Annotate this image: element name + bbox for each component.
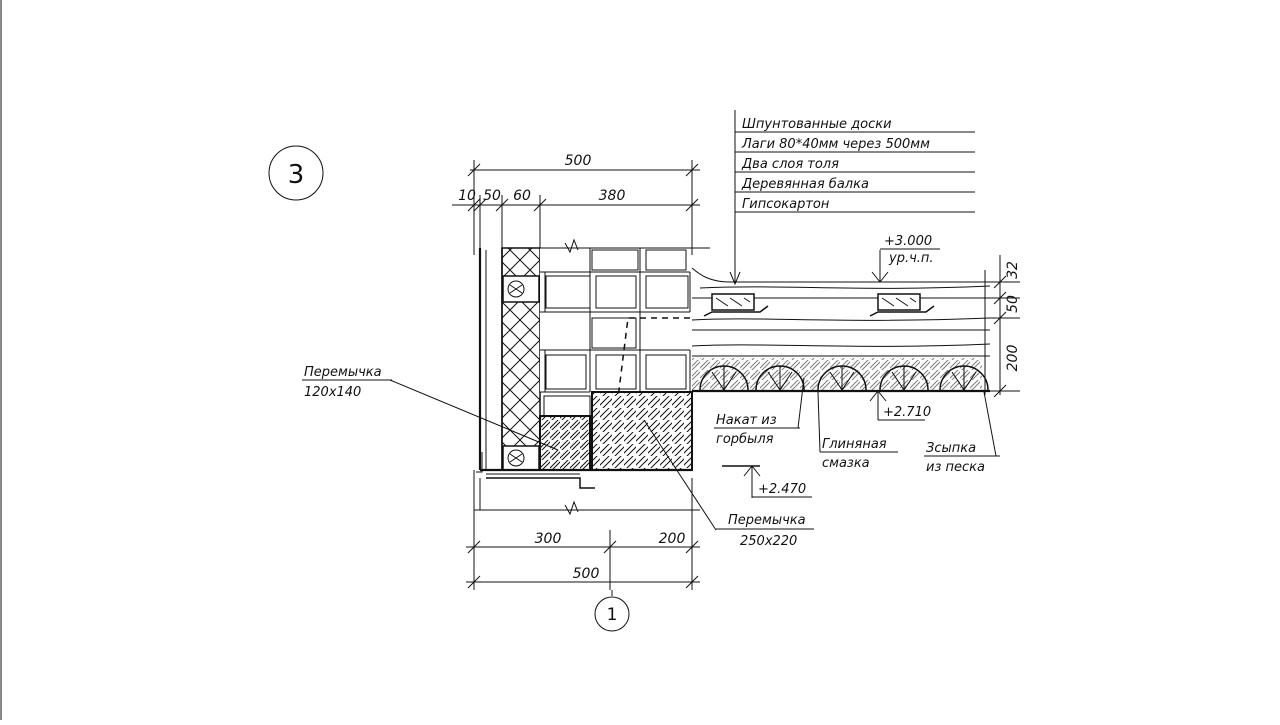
clay-line-1: Глиняная — [822, 437, 887, 452]
bottom-dimensions: 300 200 500 — [466, 478, 700, 590]
dim-bottom-total: 500 — [573, 566, 600, 582]
level-mark-2710: +2.710 — [869, 390, 931, 421]
clay-line-2: смазка — [822, 456, 870, 471]
joist-right — [877, 293, 921, 311]
lintel-small-name: Перемычка — [304, 365, 382, 380]
right-dimensions: 32 50 200 — [990, 255, 1021, 398]
level-2710-value: +2.710 — [883, 405, 931, 420]
layer-5-label: Гипсокартон — [742, 197, 830, 212]
lintel-small-size: 120x140 — [304, 385, 361, 400]
detail-marker: 3 — [268, 145, 324, 201]
dim-bottom-200: 200 — [659, 531, 686, 547]
label-sand: Зсыпка из песка — [924, 391, 1000, 475]
dim-top-60: 60 — [513, 188, 531, 204]
level-2470-value: +2.470 — [758, 482, 806, 497]
axis-marker: 1 — [594, 590, 630, 632]
brick-masonry — [540, 238, 710, 417]
label-slab: Накат из горбыля — [714, 377, 805, 447]
level-mark-3000: +3.000 ур.ч.п. — [871, 234, 940, 283]
top-dimensions: 500 10 50 60 380 — [452, 153, 700, 255]
sand-line-2: из песка — [926, 460, 985, 475]
dim-right-200: 200 — [1005, 345, 1021, 372]
lintel-large — [591, 391, 693, 471]
layer-3-label: Два слоя толя — [741, 157, 839, 172]
lintel-large-size: 250x220 — [740, 534, 797, 549]
label-lintel-small: Перемычка 120x140 — [302, 365, 559, 451]
slab-arches — [692, 358, 990, 393]
dim-right-50: 50 — [1005, 295, 1021, 313]
level-mark-2470: +2.470 — [722, 465, 812, 498]
dim-bottom-300: 300 — [535, 531, 562, 547]
detail-marker-number: 3 — [288, 160, 305, 190]
level-3000-value: +3.000 — [884, 234, 932, 249]
layer-callout: Шпунтованные доски Лаги 80*40мм через 50… — [729, 110, 975, 286]
dim-top-10: 10 — [458, 188, 476, 204]
sand-line-1: Зсыпка — [926, 441, 976, 456]
label-clay: Глиняная смазка — [817, 391, 898, 471]
joist-left — [711, 293, 755, 311]
dim-top-50: 50 — [483, 188, 501, 204]
layer-2-label: Лаги 80*40мм через 500мм — [741, 137, 930, 152]
dim-top-380: 380 — [599, 188, 626, 204]
slab-line-2: горбыля — [716, 432, 774, 447]
level-3000-label: ур.ч.п. — [888, 251, 934, 266]
slab-line-1: Накат из — [716, 413, 777, 428]
dim-top-total: 500 — [565, 153, 592, 169]
layer-1-label: Шпунтованные доски — [742, 117, 892, 132]
floor-structure — [691, 267, 991, 395]
label-lintel-large: Перемычка 250x220 — [643, 419, 814, 549]
lintel-small — [539, 415, 591, 471]
layer-4-label: Деревянная балка — [741, 177, 869, 192]
axis-marker-number: 1 — [607, 605, 618, 625]
dim-right-32: 32 — [1005, 261, 1021, 279]
wall-section — [473, 238, 710, 590]
lintel-large-name: Перемычка — [728, 513, 806, 528]
